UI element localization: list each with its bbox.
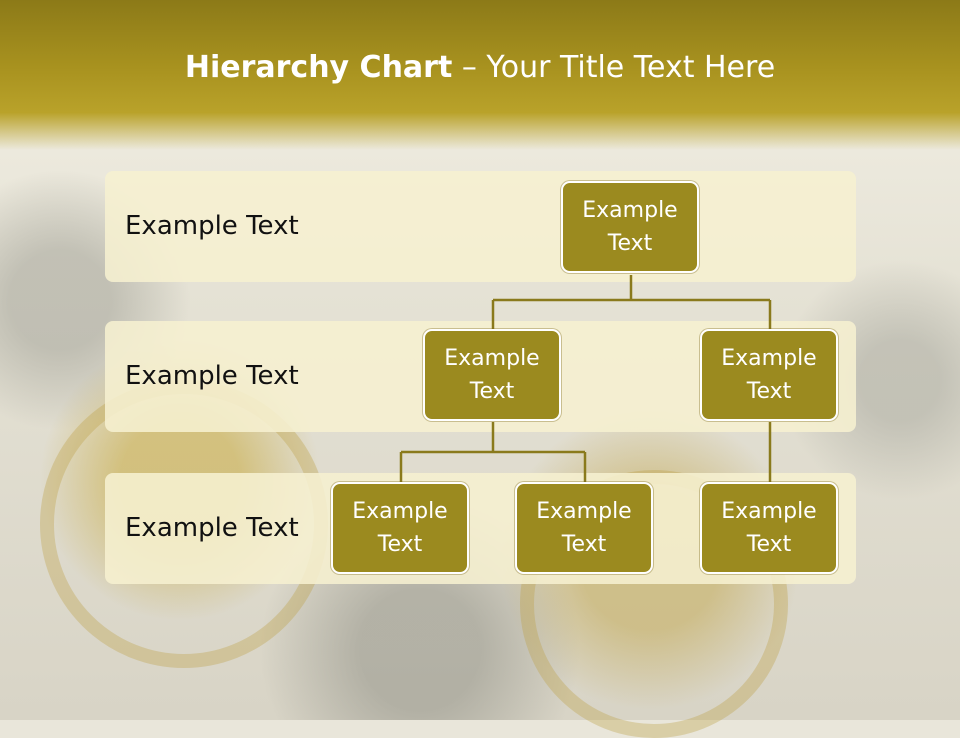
node-label: Example Text bbox=[721, 346, 817, 404]
page-title: Hierarchy Chart – Your Title Text Here bbox=[0, 50, 960, 85]
connector-root-to-level2 bbox=[491, 275, 772, 329]
org-node-root[interactable]: Example Text bbox=[561, 181, 699, 273]
node-label: Example Text bbox=[444, 346, 540, 404]
level-band-1: Example Text bbox=[105, 171, 856, 282]
band-label: Example Text bbox=[125, 513, 299, 543]
title-rest: – Your Title Text Here bbox=[452, 50, 776, 85]
org-node-level3-a[interactable]: Example Text bbox=[331, 482, 469, 574]
org-node-level3-c[interactable]: Example Text bbox=[700, 482, 838, 574]
node-label: Example Text bbox=[352, 499, 448, 557]
connector-lines bbox=[399, 275, 772, 482]
node-label: Example Text bbox=[582, 198, 678, 256]
title-bold: Hierarchy Chart bbox=[184, 50, 453, 85]
connector-left-to-level3 bbox=[399, 422, 587, 482]
band-label: Example Text bbox=[125, 361, 299, 391]
org-node-level3-b[interactable]: Example Text bbox=[515, 482, 653, 574]
org-node-level2-left[interactable]: Example Text bbox=[423, 329, 561, 421]
org-node-level2-right[interactable]: Example Text bbox=[700, 329, 838, 421]
header-bar bbox=[0, 0, 960, 150]
node-label: Example Text bbox=[721, 499, 817, 557]
node-label: Example Text bbox=[536, 499, 632, 557]
band-label: Example Text bbox=[125, 211, 299, 241]
